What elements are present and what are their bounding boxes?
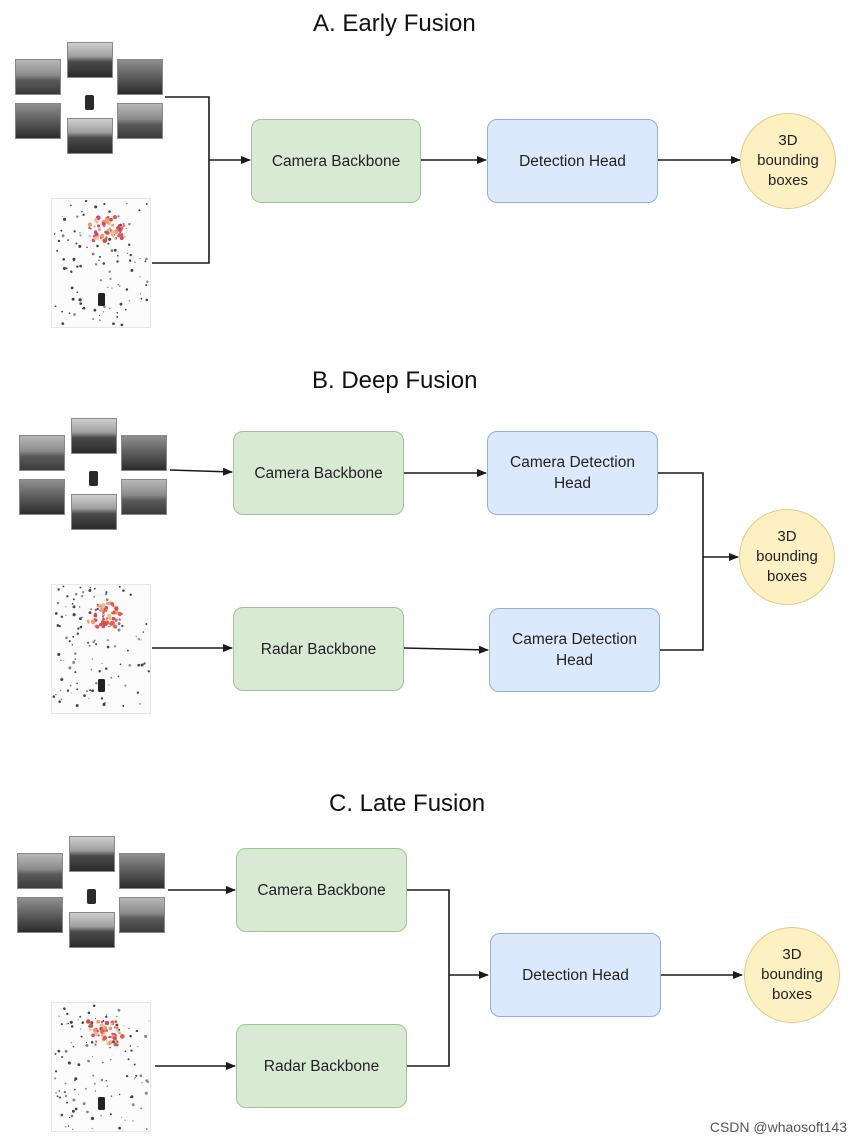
- camera-image-front-left: [15, 59, 61, 95]
- deep-camera-input-arrow: [169, 467, 233, 476]
- deep-camera-detection-head-box: Camera Detection Head: [487, 431, 658, 515]
- camera-image-back-left: [17, 897, 63, 933]
- camera-image-back-left: [19, 479, 65, 515]
- early-output-label: 3D bounding boxes: [757, 132, 819, 189]
- late-radar-backbone-box: Radar Backbone: [236, 1024, 407, 1108]
- late-camera-images: [17, 836, 167, 956]
- ego-car-icon: [89, 471, 98, 486]
- early-camera-backbone-box: Camera Backbone: [251, 119, 421, 203]
- deep-camera-images: [19, 418, 169, 538]
- late-camera-backbone-box: Camera Backbone: [236, 848, 407, 932]
- camera-image-back: [67, 118, 113, 154]
- late-fusion-title: C. Late Fusion: [329, 790, 486, 817]
- late-detection-head-box: Detection Head: [490, 933, 661, 1017]
- watermark: CSDN @whaosoft143: [709, 1119, 847, 1135]
- deep-radar-head-connector: [660, 557, 704, 651]
- camera-image-back-right: [117, 103, 163, 139]
- deep-radar-pointcloud: [51, 584, 151, 714]
- early-camera-images: [15, 42, 165, 162]
- deep-output-label: 3D bounding boxes: [756, 528, 818, 585]
- camera-image-front-left: [17, 853, 63, 889]
- camera-image-back-right: [121, 479, 167, 515]
- early-fusion-title: A. Early Fusion: [313, 10, 476, 37]
- camera-image-front: [69, 836, 115, 872]
- early-output-circle: 3D bounding boxes: [740, 113, 836, 209]
- late-radar-pointcloud: [51, 1002, 151, 1132]
- camera-image-front-right: [121, 435, 167, 471]
- ego-car-icon: [87, 889, 96, 904]
- late-radar-backbone-connector: [407, 975, 450, 1067]
- deep-radar-detection-head-box: Camera Detection Head: [489, 608, 660, 692]
- late-output-label: 3D bounding boxes: [761, 946, 823, 1003]
- camera-image-back: [69, 912, 115, 948]
- early-camera-connector: [165, 96, 210, 160]
- early-detection-head-box: Detection Head: [487, 119, 658, 203]
- camera-image-back-right: [119, 897, 165, 933]
- camera-image-front-left: [19, 435, 65, 471]
- early-radar-pointcloud: [51, 198, 151, 328]
- deep-radar-backbone-to-head-arrow: [403, 645, 489, 654]
- ego-vehicle-marker: [98, 293, 105, 306]
- ego-car-icon: [85, 95, 94, 110]
- camera-image-back: [71, 494, 117, 530]
- camera-image-front: [71, 418, 117, 454]
- camera-image-front-right: [119, 853, 165, 889]
- early-radar-connector: [152, 160, 210, 264]
- ego-vehicle-marker: [98, 679, 105, 692]
- late-camera-backbone-connector: [407, 889, 450, 975]
- deep-camera-head-connector: [658, 472, 704, 557]
- camera-image-front-right: [117, 59, 163, 95]
- late-output-circle: 3D bounding boxes: [744, 927, 840, 1023]
- camera-image-back-left: [15, 103, 61, 139]
- deep-fusion-title: B. Deep Fusion: [312, 367, 478, 394]
- deep-camera-backbone-box: Camera Backbone: [233, 431, 404, 515]
- ego-vehicle-marker: [98, 1097, 105, 1110]
- deep-radar-backbone-box: Radar Backbone: [233, 607, 404, 691]
- camera-image-front: [67, 42, 113, 78]
- deep-output-circle: 3D bounding boxes: [739, 509, 835, 605]
